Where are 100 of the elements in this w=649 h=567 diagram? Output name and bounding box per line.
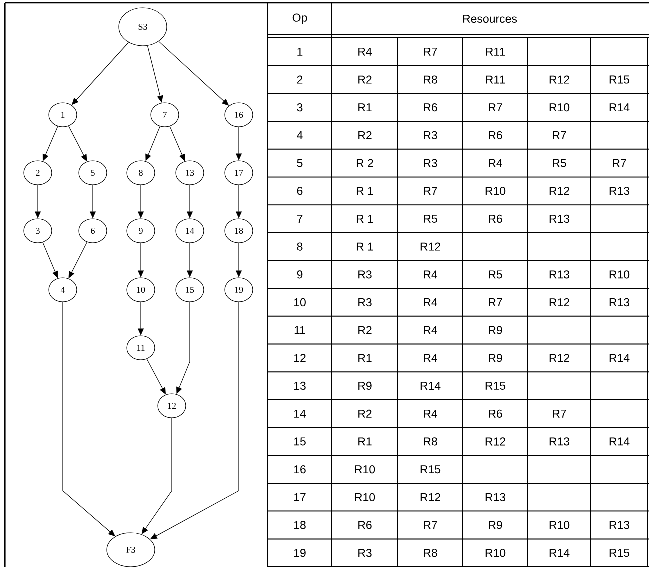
table-entry: R 1 — [357, 187, 374, 196]
table-entry: R2 — [358, 410, 372, 418]
table-entry: R 1 — [357, 242, 374, 251]
table-entry: 11 — [294, 326, 306, 334]
table-entry: R11 — [486, 48, 506, 56]
table-entry: 5 — [297, 159, 303, 168]
table-entry: R14 — [610, 438, 630, 446]
table-entry: R1 — [358, 104, 372, 112]
table-entry: R10 — [550, 104, 570, 112]
table-entry: R3 — [424, 159, 438, 168]
table-entry: R1 — [358, 354, 372, 362]
table-entry: R7 — [424, 48, 438, 56]
table-entry: 4 — [297, 131, 303, 140]
table-entry: R8 — [424, 549, 438, 558]
table-entry: R5 — [424, 215, 438, 223]
table-entry: R12 — [550, 298, 570, 306]
table-entry: R6 — [424, 104, 438, 112]
table-entry: R7 — [489, 298, 502, 306]
table-entry: R12 — [550, 187, 570, 196]
table-entry: R3 — [358, 549, 372, 558]
table-entry: 15 — [294, 438, 306, 446]
table-entry: R6 — [489, 214, 502, 224]
table-entry: R10 — [486, 187, 506, 196]
table-entry: R8 — [424, 438, 438, 446]
table-entry: R15 — [420, 466, 441, 474]
table-entry: 2 — [297, 76, 303, 84]
table-entry: R9 — [489, 521, 502, 530]
table-entry: R 1 — [357, 215, 374, 223]
table-entry: 6 — [297, 187, 303, 196]
table-entry: R12 — [550, 76, 570, 84]
table-entry: R3 — [358, 298, 372, 307]
table-entry: R2 — [358, 76, 372, 84]
table-entry: R10 — [355, 493, 376, 502]
table-entry: R7 — [613, 159, 626, 168]
arrow — [42, 126, 58, 162]
table-entry: R11 — [486, 76, 506, 84]
table-entry: R4 — [489, 159, 502, 168]
arrow — [170, 126, 186, 162]
table-entry: R15 — [610, 549, 630, 558]
table-entry: R7 — [424, 187, 438, 196]
table-entry: 12 — [294, 354, 306, 362]
table-entry: R3 — [424, 131, 438, 140]
table-entry: R4 — [424, 298, 438, 306]
table-entry: 13 — [294, 382, 306, 390]
table-entry: R1 — [358, 438, 372, 446]
table-entry: R6 — [358, 521, 372, 530]
table-entry: R6 — [489, 131, 502, 140]
table-entry: R7 — [424, 521, 438, 530]
table-entry: 3 — [297, 104, 303, 112]
table-entry: R14 — [550, 549, 570, 558]
table-entry: R9 — [489, 326, 502, 334]
table-entry: R6 — [489, 410, 502, 418]
column-header: Resources — [463, 15, 518, 23]
table-entry: R12 — [420, 493, 440, 502]
table-entry: R14 — [610, 354, 630, 362]
table-entry: R15 — [610, 76, 630, 84]
table-entry: R13 — [610, 187, 630, 196]
table-entry: R12 — [420, 242, 440, 251]
table-entry: 14 — [294, 410, 306, 418]
table-entry: R12 — [550, 354, 570, 362]
table-entry: R15 — [486, 382, 506, 390]
table-entry: 17 — [294, 493, 306, 502]
table-entry: R10 — [486, 549, 506, 558]
table-entry: R7 — [489, 104, 502, 112]
table-entry: R4 — [424, 354, 438, 362]
table-entry: 7 — [297, 215, 303, 223]
table-entry: R4 — [358, 48, 372, 56]
table-entry: R13 — [550, 438, 570, 446]
table-entry: R4 — [424, 326, 438, 334]
table-entry: 18 — [294, 521, 306, 530]
table-entry: 19 — [294, 549, 306, 558]
table-entry: R9 — [489, 354, 502, 362]
table-entry: 8 — [297, 242, 303, 251]
column-header: Op — [292, 14, 308, 24]
table-entry: 16 — [294, 466, 306, 474]
table-entry: R4 — [424, 270, 438, 279]
table-entry: R13 — [550, 270, 570, 279]
table-entry: R5 — [489, 270, 502, 279]
table-entry: R4 — [424, 410, 438, 418]
table-entry: R14 — [420, 382, 441, 390]
table-entry: R10 — [355, 466, 376, 474]
arrow — [42, 242, 58, 278]
table-entry: R13 — [486, 493, 506, 502]
table-entry: R8 — [424, 76, 438, 84]
table-entry: R2 — [358, 131, 372, 140]
table-entry: R3 — [358, 270, 372, 279]
table-entry: R13 — [550, 214, 570, 224]
arrow — [147, 46, 164, 103]
table-entry: R5 — [553, 159, 566, 168]
table-entry: R9 — [358, 382, 372, 390]
table-entry: R12 — [486, 438, 506, 446]
table-entry: R 2 — [357, 159, 374, 168]
table-entry: R7 — [553, 410, 566, 418]
table-entry: R13 — [610, 521, 630, 530]
table-entry: R14 — [610, 104, 630, 112]
table-entry: R13 — [610, 298, 630, 307]
table-entry: 1 — [298, 48, 303, 56]
arrow — [142, 418, 172, 534]
table-entry: 9 — [297, 270, 303, 279]
table-entry: R10 — [610, 270, 630, 279]
